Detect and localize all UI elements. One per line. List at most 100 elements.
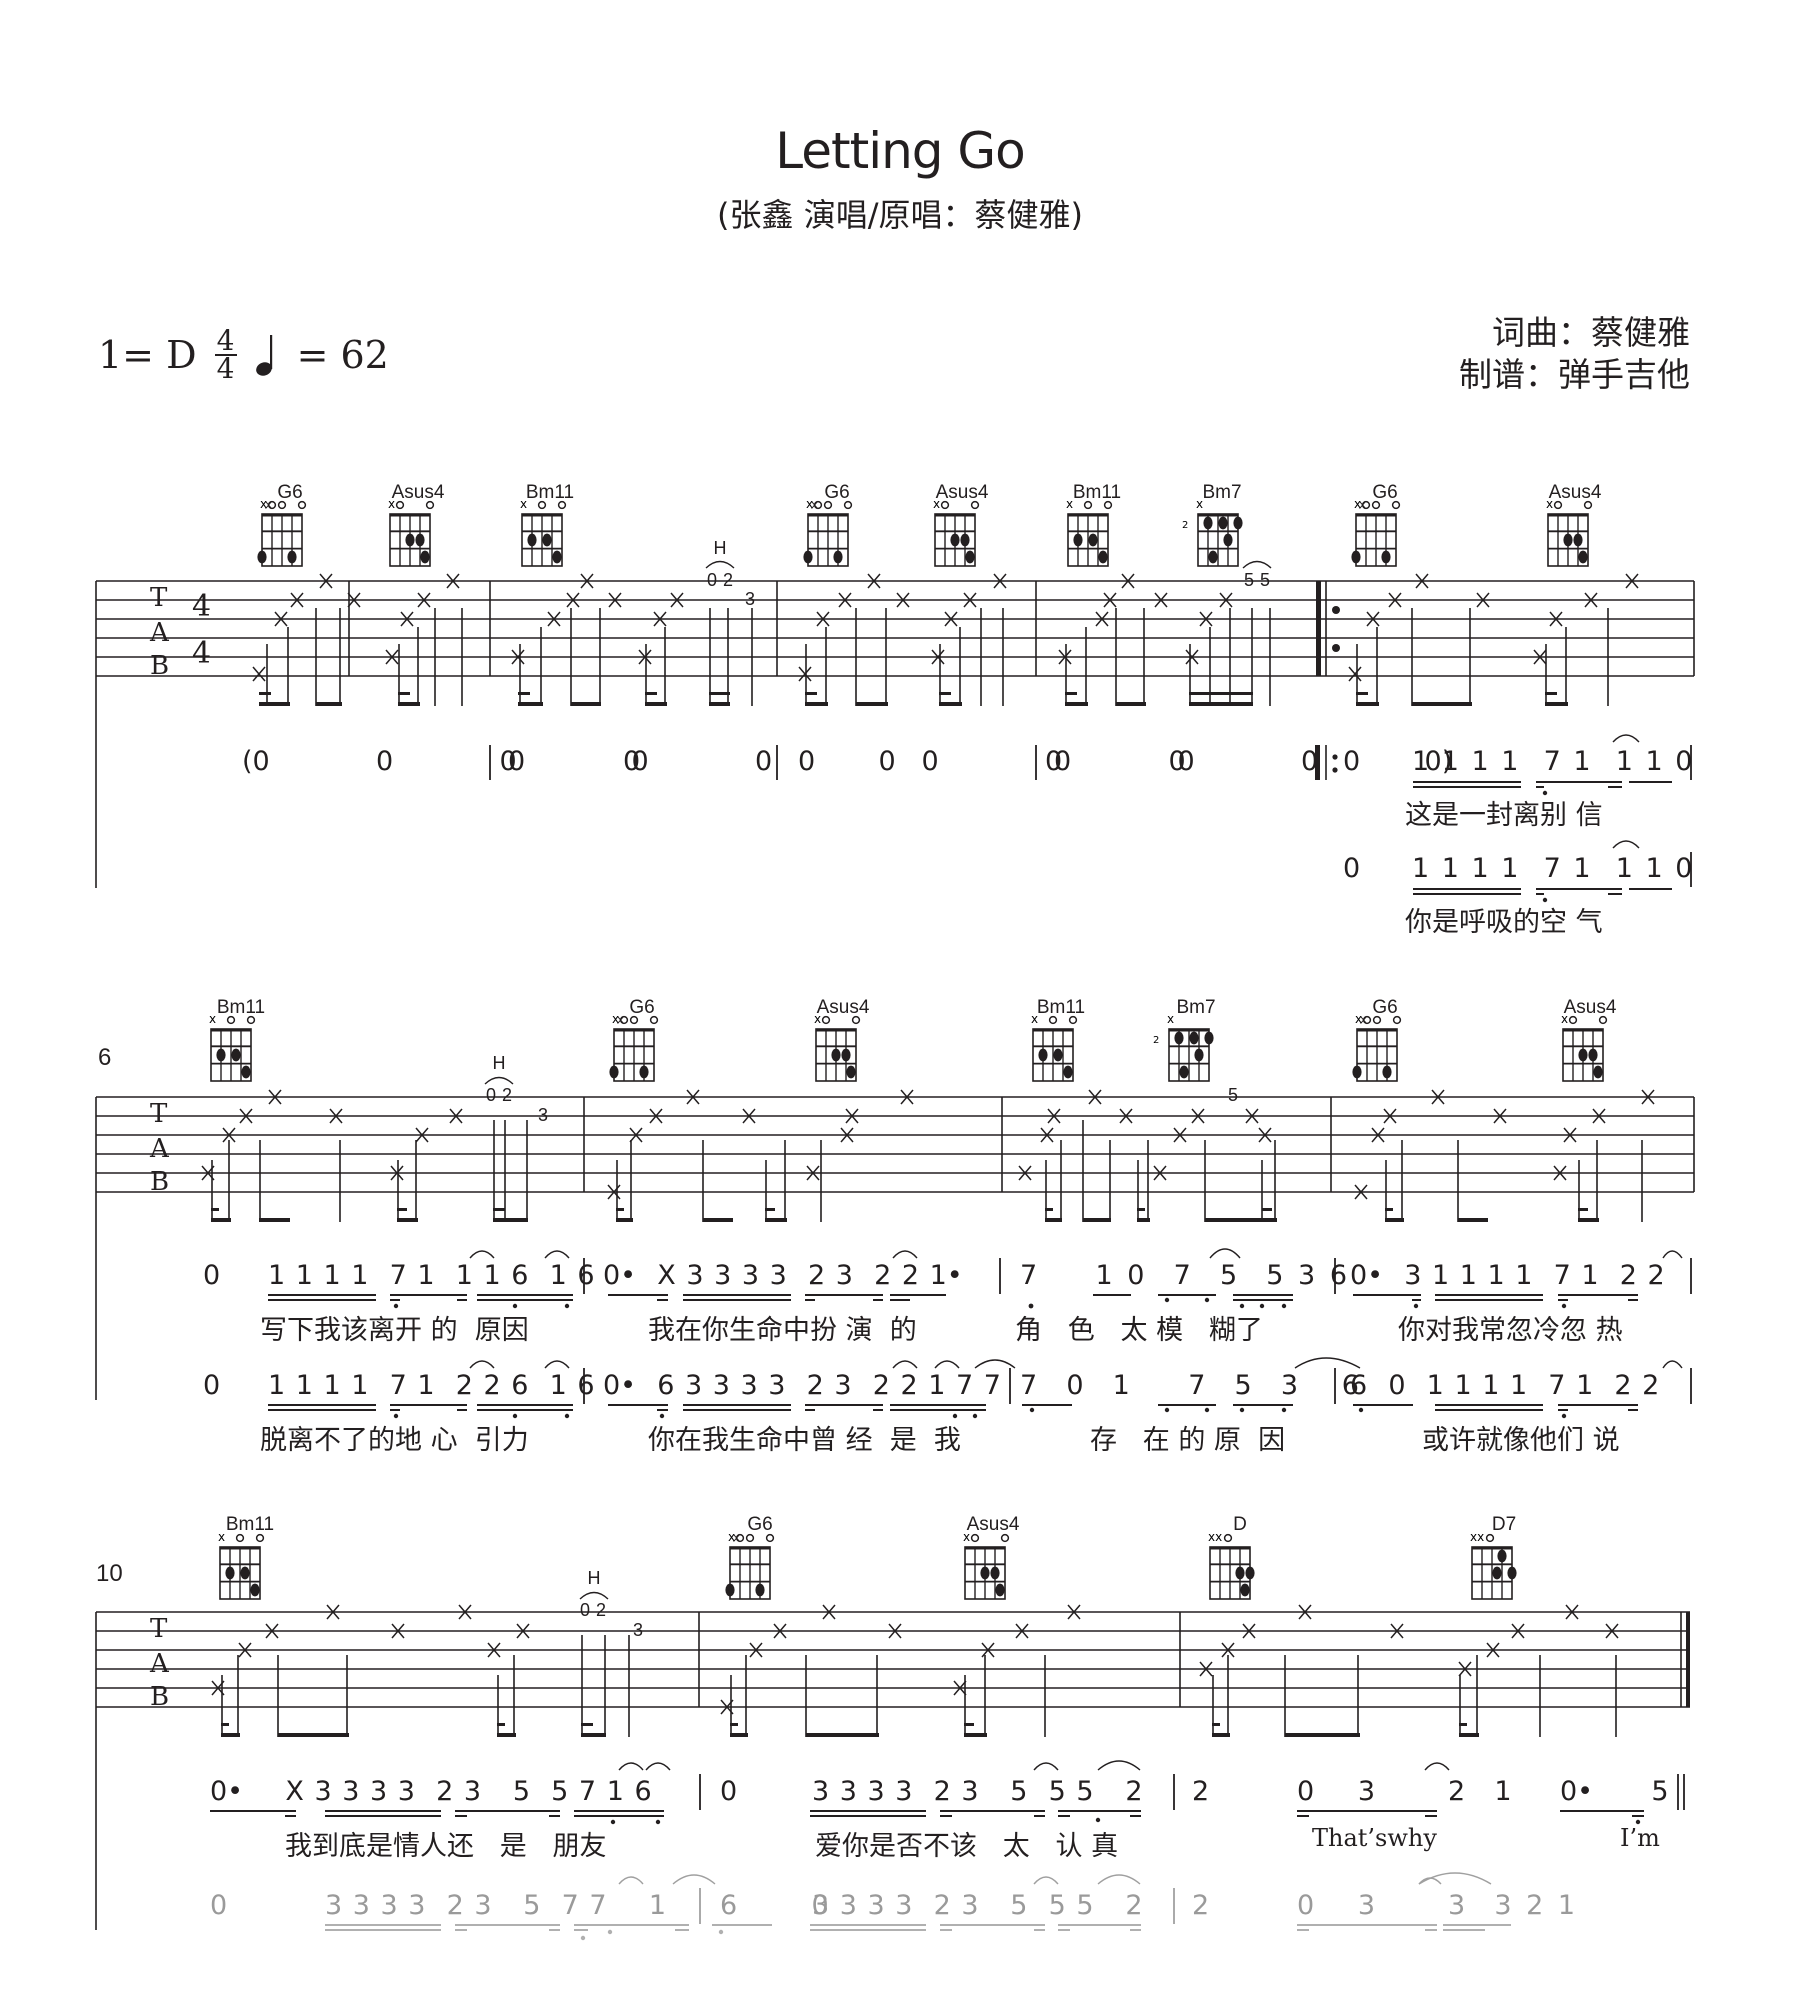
- chord-name-g6: G6: [824, 482, 849, 503]
- svg-text:0: 0: [580, 1600, 590, 1620]
- lyrics-line: 我在你生命中扮 演 的: [648, 1315, 917, 1346]
- jianpu-measure: 0• X 3 3 3 3 2 3 2 2 1•: [603, 1260, 963, 1291]
- tab-clef-t: T: [150, 583, 168, 613]
- svg-text:0: 0: [486, 1085, 496, 1105]
- jianpu-measure: 1 1 1 1 7 1 1 1 0: [1412, 746, 1693, 777]
- svg-text:T: T: [150, 1099, 168, 1129]
- chord-diagram-g6: [803, 497, 851, 566]
- jianpu-measure: 0: [1343, 746, 1361, 777]
- tab-clef-a: A: [149, 618, 170, 648]
- svg-text:Bm11: Bm11: [226, 1514, 274, 1535]
- lyrics-line: 角 色 太 模 糊了: [1015, 1315, 1263, 1346]
- svg-text:Asus4: Asus4: [817, 997, 870, 1018]
- svg-text:D: D: [1233, 1514, 1247, 1535]
- lyrics-line: 或许就像他们 说: [1422, 1425, 1620, 1456]
- svg-text:3: 3: [633, 1620, 643, 1640]
- svg-text:2: 2: [502, 1085, 512, 1105]
- jianpu-measure: 0• 3 1 1 1 1 7 1 2 2: [1350, 1260, 1665, 1291]
- svg-text:H: H: [493, 1053, 506, 1073]
- chord-name-asus4: Asus4: [936, 482, 989, 503]
- measure-number: 6: [98, 1044, 112, 1071]
- tab-clef-b: B: [150, 651, 169, 681]
- lyrics-line: That’swhy: [1312, 1824, 1437, 1852]
- lyrics-line: 写下我该离开 的 原因: [260, 1315, 529, 1346]
- svg-text:B: B: [150, 1167, 169, 1197]
- svg-text:B: B: [150, 1682, 169, 1712]
- chord-diagram-g6: [1351, 497, 1399, 566]
- time-sig-bottom: 4: [192, 636, 211, 671]
- jianpu-measure: 0: [720, 1776, 738, 1807]
- jianpu-measure: 3 3 3 3 2 3 5 7 7 1: [325, 1890, 667, 1921]
- svg-text:H: H: [588, 1568, 601, 1588]
- jianpu-measure: 6 0: [720, 1890, 829, 1921]
- svg-text:D7: D7: [1492, 1514, 1516, 1535]
- jianpu-measure: (0 0 0 0: [242, 746, 641, 777]
- chord-diagram-bm7: [1182, 497, 1243, 566]
- svg-text:5: 5: [1244, 570, 1254, 590]
- chord-diagram-g6: [257, 497, 305, 566]
- jianpu-measure: 2: [1192, 1776, 1210, 1807]
- svg-text:Bm7: Bm7: [1176, 997, 1215, 1018]
- song-title: Letting Go: [775, 122, 1026, 180]
- chord-name-bm11: Bm11: [1073, 482, 1121, 503]
- system-3: Bm11 G6 Asus4 D D7 TAB: [95, 1514, 1690, 1941]
- svg-text:G6: G6: [747, 1514, 772, 1535]
- jianpu-measure: 3 3 3 3 2 3 5 5 5 2: [812, 1776, 1143, 1807]
- svg-text:T: T: [150, 1614, 168, 1644]
- time-signature: 4 4: [214, 327, 237, 383]
- jianpu-measure: 1 1 1 1 7 1 1 1 0: [1412, 853, 1693, 884]
- lyrics-line: 脱离不了的地 心 引力: [260, 1425, 529, 1456]
- jianpu-measure: 0: [1343, 853, 1361, 884]
- chord-name-asus4: Asus4: [392, 482, 445, 503]
- system-1: G6 Asus4 Bm11 G6 Asus4 Bm11 Bm7 G6 Asus4: [95, 482, 1695, 903]
- key-signature: 1= D: [98, 333, 197, 377]
- svg-text:G6: G6: [629, 997, 654, 1018]
- jianpu-measure: 0 3 2 1: [1297, 1776, 1512, 1807]
- quarter-note-icon: [255, 335, 272, 376]
- chord-name-asus4: Asus4: [1549, 482, 1602, 503]
- jianpu-measure: 1 1 1 1 7 1 2 2 6 1 6: [268, 1370, 595, 1401]
- jianpu-measure: 3 3 3 3 2 3 5 5 5 2: [812, 1890, 1143, 1921]
- jianpu-measure: 0: [210, 1890, 228, 1921]
- tempo-value: = 62: [296, 333, 389, 377]
- hammer-on-label: H: [714, 538, 727, 558]
- lyrics-line: 你对我常忽冷忽 热: [1398, 1315, 1623, 1346]
- time-sig-top: 4: [192, 589, 211, 624]
- transcriber-credit: 制谱：弹手吉他: [1459, 355, 1690, 394]
- lyrics-line: 我到底是情人还 是 朋友: [285, 1831, 607, 1862]
- jianpu-measure: 2: [1192, 1890, 1210, 1921]
- chord-diagram-bm11: [520, 497, 565, 566]
- measure-number: 10: [96, 1560, 123, 1587]
- svg-text:Bm11: Bm11: [1037, 997, 1085, 1018]
- chord-diagram-asus4: [1546, 497, 1591, 566]
- svg-text:3: 3: [538, 1105, 548, 1125]
- credits: 词曲：蔡健雅 制谱：弹手吉他: [1459, 312, 1690, 396]
- svg-text:3: 3: [745, 589, 755, 609]
- jianpu-measure: 0 0 0 0: [508, 746, 896, 777]
- jianpu-measure: 6 0 1 1 1 1 7 1 2 2: [1350, 1370, 1660, 1401]
- key-tempo-line: 1= D 4 4 = 62: [98, 327, 389, 383]
- jianpu-measure: 0: [203, 1370, 221, 1401]
- svg-text:5: 5: [1260, 570, 1270, 590]
- song-subtitle: (张鑫 演唱/原唱：蔡健雅): [717, 196, 1083, 234]
- jianpu-measure: 7 0 1 7 5 3 6: [1020, 1370, 1359, 1401]
- jianpu-measure: 0• 6 3 3 3 3 2 3 2 2 1 7 7: [603, 1370, 1001, 1401]
- lyrics-line: 这是一封离别 信: [1405, 800, 1603, 831]
- chord-name-g6: G6: [277, 482, 302, 503]
- lyrics-line: 存 在 的 原 因: [1090, 1425, 1286, 1456]
- svg-text:Asus4: Asus4: [1564, 997, 1617, 1018]
- lyrics-line: 爱你是否不该 太 认 真: [815, 1831, 1119, 1862]
- svg-text:Bm11: Bm11: [217, 997, 265, 1018]
- jianpu-measure: 0 0 0 0): [1054, 746, 1453, 777]
- chord-diagram-asus4: [933, 497, 978, 566]
- lyrics-line: 你是呼吸的空 气: [1405, 907, 1603, 938]
- svg-text:G6: G6: [1372, 997, 1397, 1018]
- jianpu-measure: 0• 5: [1560, 1776, 1669, 1807]
- lyrics-music-credit: 词曲：蔡健雅: [1492, 313, 1690, 352]
- svg-text:0: 0: [707, 570, 717, 590]
- jianpu-measure: 7 1 0 7 5 5 3 6: [1020, 1260, 1347, 1291]
- svg-text:2: 2: [723, 570, 733, 590]
- chord-name-bm11: Bm11: [526, 482, 574, 503]
- svg-text:5: 5: [1228, 1085, 1238, 1105]
